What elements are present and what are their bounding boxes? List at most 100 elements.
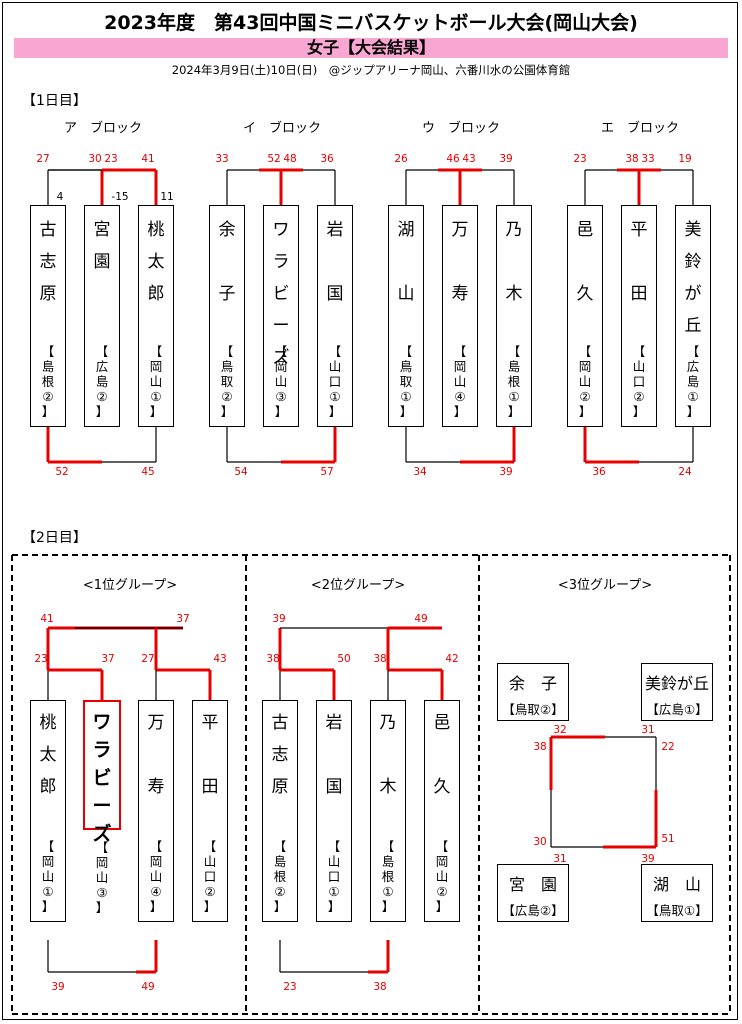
team-card: ワ ラ ビ ー ズ【 岡 山 ③ 】 — [263, 205, 299, 427]
team-name: ワ ラ ビ ー ズ — [272, 220, 290, 368]
score-label: 52 — [267, 153, 280, 165]
score-label: 38 — [533, 741, 546, 753]
score-label: 39 — [51, 981, 64, 993]
score-label: 27 — [36, 153, 49, 165]
team-prefecture: 【 島 根 ② 】 — [273, 839, 287, 914]
score-label: 38 — [373, 653, 386, 665]
team-name: 美 鈴 が 丘 — [684, 220, 702, 336]
score-label: 39 — [499, 153, 512, 165]
score-label: 42 — [445, 653, 458, 665]
team-card: 桃 太 郎【 岡 山 ① 】 — [138, 205, 174, 427]
score-label: 33 — [641, 153, 654, 165]
team-name: 平 田 — [630, 220, 648, 304]
team-card: 古 志 原【 島 根 ② 】 — [262, 700, 298, 922]
team-card: 乃 木【 島 根 ① 】 — [496, 205, 532, 427]
team-card: 宮 園【広島②】 — [497, 864, 569, 922]
team-name: 美鈴が丘 — [644, 674, 709, 693]
team-card: 湖 山【鳥取①】 — [641, 864, 713, 922]
team-card: 乃 木【 島 根 ① 】 — [370, 700, 406, 922]
team-card: 余 子【 鳥 取 ② 】 — [209, 205, 245, 427]
score-label: 36 — [592, 466, 606, 478]
score-label: 36 — [320, 153, 334, 165]
team-prefecture: 【 山 口 ① 】 — [328, 344, 342, 419]
score-label: 23 — [104, 153, 117, 165]
score-label: 52 — [55, 466, 68, 478]
team-name: 岩 国 — [326, 220, 344, 304]
team-card: 桃 太 郎【 岡 山 ① 】 — [30, 700, 66, 922]
page-subtitle: 女子【大会結果】 — [14, 38, 728, 58]
team-prefecture: 【 岡 山 ② 】 — [435, 839, 449, 914]
score-label: 41 — [40, 613, 53, 625]
team-card: 平 田【 山 口 ② 】 — [192, 700, 228, 922]
score-label: 19 — [678, 153, 691, 165]
team-prefecture: 【 山 口 ① 】 — [327, 839, 341, 914]
day1-label: 【1日目】 — [22, 93, 87, 109]
score-label: 23 — [283, 981, 296, 993]
team-card: 美鈴が丘【広島①】 — [641, 663, 713, 721]
score-label: 38 — [625, 153, 638, 165]
block-a-title: ア ブロック — [63, 121, 142, 136]
team-name: ワ ラ ビ ー ズ — [92, 711, 112, 845]
team-prefecture: 【 島 根 ① 】 — [381, 839, 395, 914]
team-card: 万 寿【 岡 山 ④ 】 — [138, 700, 174, 922]
score-label: 37 — [176, 613, 189, 625]
team-prefecture: 【 山 口 ② 】 — [203, 839, 217, 914]
score-label: 41 — [141, 153, 154, 165]
team-name: 平 田 — [201, 713, 219, 797]
group3-title: <3位グループ> — [557, 578, 653, 593]
team-prefecture: 【 岡 山 ④ 】 — [453, 344, 467, 419]
score-label: 50 — [337, 653, 350, 665]
team-card: ワ ラ ビ ー ズ【 岡 山 ③ 】 — [83, 700, 121, 915]
block-i-title: イ ブロック — [242, 121, 321, 136]
team-card: 湖 山【 鳥 取 ① 】 — [388, 205, 424, 427]
team-name: 乃 木 — [379, 713, 397, 797]
team-prefecture: 【 広 島 ① 】 — [686, 344, 700, 419]
group1-title: <1位グループ> — [82, 578, 178, 593]
score-label: 48 — [283, 153, 296, 165]
team-name: 余 子 — [218, 220, 236, 304]
score-label: 39 — [641, 853, 654, 865]
team-card: 余 子【鳥取②】 — [497, 663, 569, 721]
score-label: 49 — [414, 613, 427, 625]
team-name: 邑 久 — [433, 713, 451, 797]
team-name: 岩 国 — [325, 713, 343, 797]
team-prefecture: 【鳥取①】 — [646, 903, 708, 918]
score-label: 37 — [101, 653, 114, 665]
team-name: 古 志 原 — [39, 220, 57, 304]
team-card: 古 志 原【 島 根 ② 】 — [30, 205, 66, 427]
team-name: 古 志 原 — [271, 713, 289, 797]
score-label: 51 — [661, 833, 674, 845]
team-prefecture: 【 岡 山 ② 】 — [578, 344, 592, 419]
score-label: 49 — [141, 981, 154, 993]
team-card: 万 寿【 岡 山 ④ 】 — [442, 205, 478, 427]
score-label: 39 — [499, 466, 512, 478]
team-card: 平 田【 山 口 ② 】 — [621, 205, 657, 427]
diff-label: 11 — [160, 191, 173, 203]
team-prefecture: 【広島②】 — [502, 903, 564, 918]
team-card: 邑 久【 岡 山 ② 】 — [424, 700, 460, 922]
team-card: 岩 国【 山 口 ① 】 — [317, 205, 353, 427]
team-prefecture: 【 広 島 ② 】 — [95, 344, 109, 419]
diff-label: 4 — [57, 191, 64, 203]
day2-label: 【2日目】 — [22, 530, 87, 546]
score-label: 22 — [661, 741, 674, 753]
team-card: 岩 国【 山 口 ① 】 — [316, 700, 352, 922]
team-card: 邑 久【 岡 山 ② 】 — [567, 205, 603, 427]
score-label: 34 — [413, 466, 427, 478]
score-label: 39 — [272, 613, 285, 625]
team-prefecture: 【 岡 山 ① 】 — [41, 839, 55, 914]
team-name: 余 子 — [508, 674, 557, 693]
score-label: 31 — [641, 724, 654, 736]
block-u-title: ウ ブロック — [421, 121, 500, 136]
team-prefecture: 【 岡 山 ④ 】 — [149, 839, 163, 914]
team-name: 桃 太 郎 — [39, 713, 57, 797]
group2-title: <2位グループ> — [310, 578, 406, 593]
score-label: 43 — [213, 653, 226, 665]
score-label: 38 — [266, 653, 279, 665]
team-name: 乃 木 — [505, 220, 523, 304]
team-name: 宮 園 — [508, 875, 557, 894]
score-label: 24 — [678, 466, 692, 478]
score-label: 31 — [553, 853, 566, 865]
